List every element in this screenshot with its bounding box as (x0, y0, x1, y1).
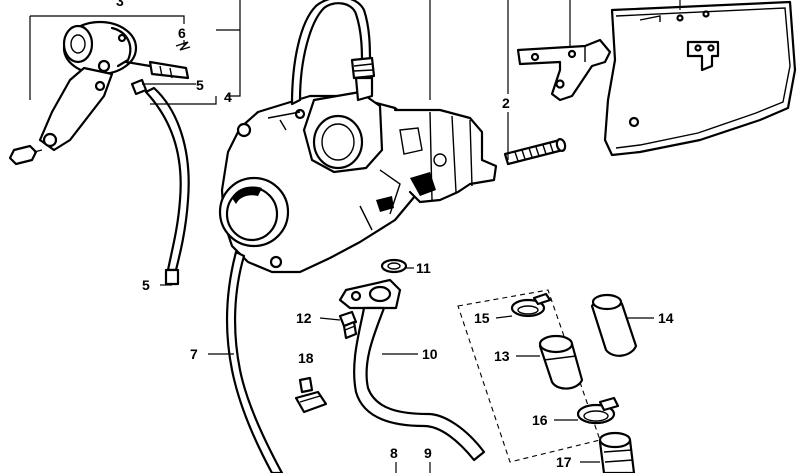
gasket-ring (380, 258, 408, 274)
callout-5-top: 5 (196, 77, 204, 93)
leader-lines (29, 0, 681, 473)
callout-15: 15 (474, 310, 490, 326)
callout-13: 13 (494, 348, 510, 364)
callout-2: 2 (502, 95, 510, 111)
turbocharger (218, 90, 498, 274)
hose-connector-13 (538, 334, 584, 390)
callout-3: 3 (116, 0, 124, 9)
callout-4: 4 (224, 89, 232, 105)
callout-6: 6 (178, 25, 186, 41)
oil-feed-line (290, 0, 376, 106)
oil-drain-pipe (338, 278, 486, 462)
hose-clamp-small (294, 376, 328, 414)
callout-11: 11 (416, 260, 431, 276)
hose-clamp-16 (576, 396, 620, 425)
hose-fitting-17 (598, 431, 636, 473)
vacuum-hose (130, 78, 190, 286)
callout-7: 7 (190, 346, 198, 362)
oil-return-line (226, 250, 284, 473)
callout-16: 16 (532, 412, 548, 428)
callout-10: 10 (422, 346, 438, 362)
callout-18: 18 (298, 350, 314, 366)
actuator-rod-clip (124, 41, 191, 80)
callout-9: 9 (424, 445, 432, 461)
hose-clamp-15 (510, 292, 552, 318)
callout-5-bottom: 5 (142, 277, 150, 293)
callout-14: 14 (658, 310, 674, 326)
callout-17: 17 (556, 454, 572, 470)
callout-12: 12 (296, 310, 312, 326)
hose-sleeve-14 (590, 293, 638, 357)
wastegate-actuator (8, 20, 138, 166)
hose-kit-outline (457, 289, 601, 463)
callout-8: 8 (390, 445, 398, 461)
hex-bolt (338, 310, 358, 340)
callout-labels: 3 6 5 4 5 2 11 12 7 18 10 15 14 13 16 8 … (116, 0, 674, 470)
stud-bolt (503, 138, 567, 166)
heat-shield (603, 0, 797, 157)
support-bracket (516, 38, 612, 102)
